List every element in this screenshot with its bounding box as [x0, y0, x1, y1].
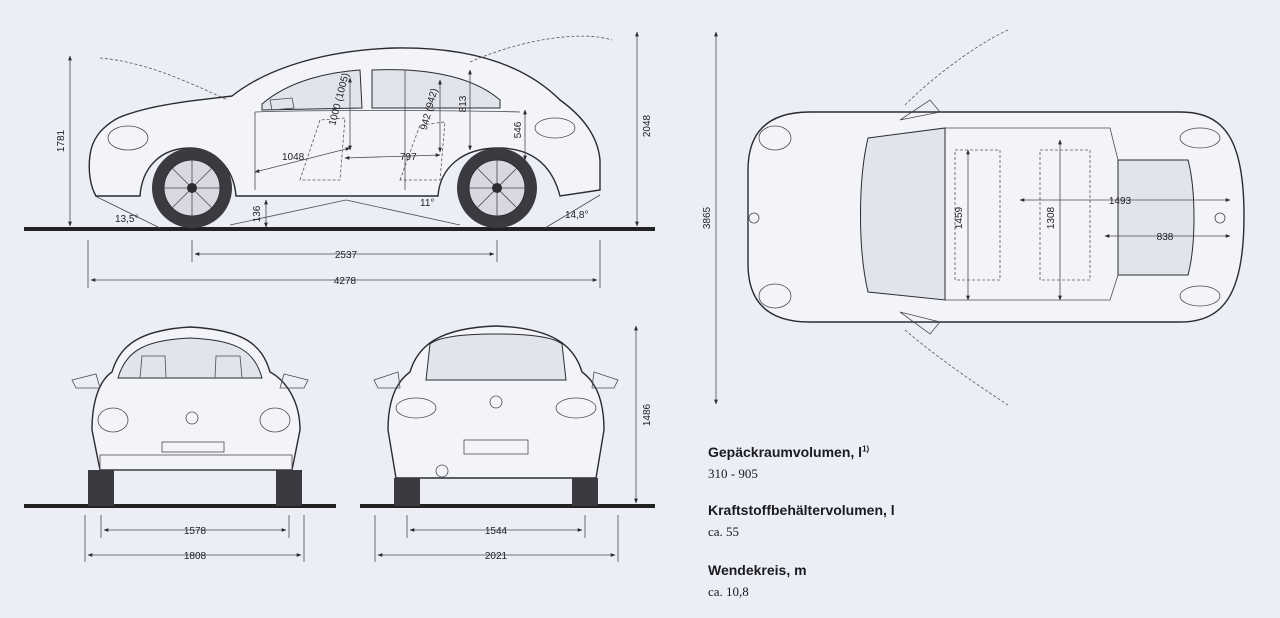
top-windshield: [860, 127, 946, 301]
front-bumper: [99, 454, 293, 471]
spec-turning-circle-label: Wendekreis, m: [708, 562, 807, 578]
dim-rear-track: 1544: [485, 526, 508, 537]
dim-sill-height: 546: [513, 121, 524, 138]
top-front-logo-icon: [748, 212, 760, 224]
side-rear-wheel: [457, 148, 537, 228]
front-logo-icon: [185, 411, 199, 425]
dim-rear-height: 1486: [642, 403, 653, 426]
top-mirrors: [899, 99, 941, 335]
spec-trunk-volume-label: Gepäckraumvolumen, l: [708, 444, 863, 460]
top-taillight-left: [1179, 127, 1221, 149]
spec-trunk-volume-value: 310 - 905: [708, 466, 758, 481]
side-seats: [299, 117, 446, 181]
spec-turning-circle-value: ca. 10,8: [708, 584, 749, 599]
dim-front-track: 1578: [184, 526, 207, 537]
dim-wheelbase: 2537: [335, 250, 358, 261]
rear-tire-left: [394, 478, 420, 506]
dim-length: 4278: [334, 276, 357, 287]
front-headlight-left: [97, 407, 129, 433]
front-tire-right: [276, 470, 302, 506]
spec-fuel-tank-label: Kraftstoffbehältervolumen, l: [708, 502, 895, 518]
spec-fuel-tank: Kraftstoffbehältervolumen, l ca. 55: [708, 502, 1048, 540]
dim-trunk-height: 813: [458, 95, 469, 112]
rear-view: 1544 2021 1486: [360, 325, 655, 562]
dim-top-rear-width: 1493: [1109, 196, 1132, 207]
dim-trunk-depth: 838: [1157, 232, 1174, 243]
spec-fuel-tank-value: ca. 55: [708, 524, 740, 539]
top-view: 3865 1459 1308 1493 838: [702, 29, 1245, 406]
side-mirror: [269, 97, 295, 111]
dim-open-length: 3865: [702, 206, 713, 229]
top-roof-lines: [945, 127, 1119, 301]
front-mirrors: [71, 373, 309, 389]
rear-tire-right: [572, 478, 598, 506]
side-window-front: [261, 69, 363, 111]
dim-ground-clearance: 136: [252, 205, 263, 222]
side-front-wheel: [152, 148, 232, 228]
rear-plate: [463, 439, 529, 455]
front-plate: [161, 441, 225, 453]
front-view: 1578 1808: [24, 326, 336, 562]
rear-mirrors: [373, 371, 619, 389]
dim-front-width: 1808: [184, 551, 207, 562]
rear-exhaust: [435, 464, 449, 478]
spec-trunk-volume-note: 1): [862, 444, 870, 454]
spec-turning-circle: Wendekreis, m ca. 10,8: [708, 562, 1048, 600]
side-hatch-arc: [469, 35, 613, 63]
front-headlight-right: [259, 407, 291, 433]
dim-height-open: 2048: [642, 114, 653, 137]
side-headlight: [107, 125, 149, 151]
rear-taillight-right: [555, 397, 597, 419]
front-seats: [139, 355, 243, 379]
dim-top-mid-width: 1308: [1046, 206, 1057, 229]
top-rear-logo-icon: [1214, 212, 1226, 224]
rear-window: [425, 333, 567, 381]
dim-rear-width: 2021: [485, 551, 508, 562]
top-headlight-left: [758, 125, 792, 151]
top-headlight-right: [758, 283, 792, 309]
side-hood-arc: [99, 57, 229, 101]
front-tire-left: [88, 470, 114, 506]
top-door-arcs: [904, 29, 1009, 406]
top-seats: [954, 149, 1091, 281]
dim-top-front-width: 1459: [954, 206, 965, 229]
spec-trunk-volume: Gepäckraumvolumen, l1) 310 - 905: [708, 444, 1048, 482]
dim-approach-angle: 13,5°: [115, 214, 138, 225]
dim-ramp-angle: 11°: [420, 198, 434, 209]
dim-departure-angle: 14,8°: [565, 210, 588, 221]
side-taillight: [534, 117, 576, 139]
dim-height: 1781: [56, 129, 67, 152]
rear-logo-icon: [489, 395, 503, 409]
side-window-rear: [371, 69, 501, 109]
rear-taillight-left: [395, 397, 437, 419]
dim-legroom-rear: 797: [400, 152, 417, 163]
front-windshield: [117, 337, 263, 379]
side-view: 1781 2048 2537 4278 13,5° 14,8° 11° 136 …: [24, 31, 655, 288]
dim-legroom-front: 1048: [282, 152, 305, 163]
top-rear-window: [1117, 159, 1195, 276]
top-taillight-right: [1179, 285, 1221, 307]
